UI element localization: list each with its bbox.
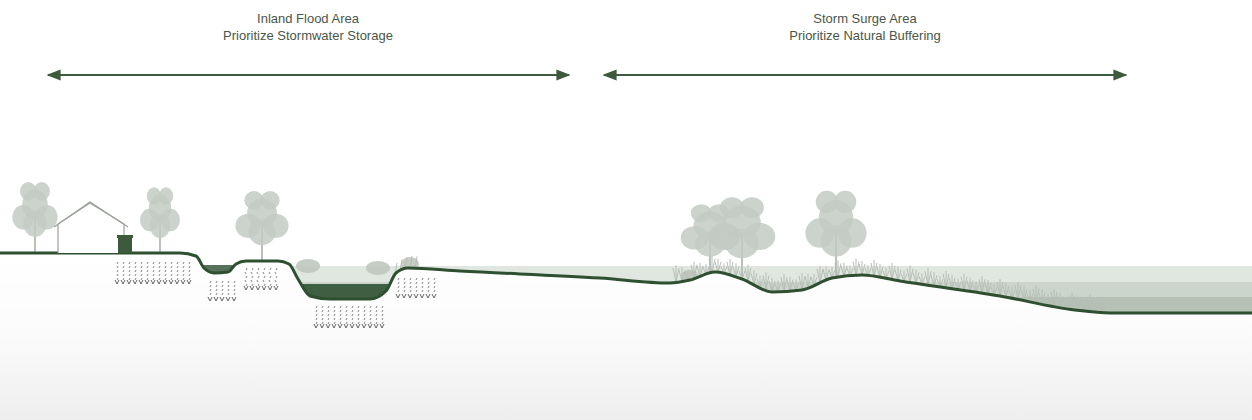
infiltration-arrow	[169, 262, 173, 284]
zone-title: Storm Surge Area	[813, 11, 916, 27]
infiltration-arrow	[115, 262, 119, 284]
infiltration-arrow	[121, 262, 125, 284]
infiltration-arrow	[432, 278, 436, 298]
infiltration-arrow	[338, 306, 342, 328]
infiltration-arrow	[244, 268, 248, 290]
ground-line	[0, 253, 1252, 313]
extent-arrow	[48, 74, 569, 76]
infiltration-arrow	[133, 262, 137, 284]
infiltration-arrow	[181, 262, 185, 284]
infiltration-arrow	[226, 281, 230, 301]
infiltration-arrow	[232, 281, 236, 301]
infiltration-arrow	[187, 262, 191, 284]
tree	[12, 182, 57, 253]
infiltration-arrow	[362, 306, 366, 328]
infiltration-arrow	[220, 281, 224, 301]
infiltration-arrow	[163, 262, 167, 284]
infiltration-arrow	[145, 262, 149, 284]
infiltration-arrow	[350, 306, 354, 328]
infiltration-arrow	[256, 268, 260, 290]
infiltration-arrow	[268, 268, 272, 290]
infiltration-arrow	[175, 262, 179, 284]
shrub	[366, 261, 390, 275]
infiltration-arrow	[408, 278, 412, 298]
infiltration-arrow	[127, 262, 131, 284]
tree	[140, 187, 180, 253]
infiltration-arrow	[262, 268, 266, 290]
shrub	[296, 259, 320, 273]
ground-profile	[0, 253, 1252, 420]
infiltration-arrow	[157, 262, 161, 284]
infiltration-arrow	[208, 281, 212, 301]
infiltration-arrow	[396, 278, 400, 298]
infiltration-arrow	[414, 278, 418, 298]
infiltration-arrow	[151, 262, 155, 284]
tree	[235, 191, 288, 261]
tree	[709, 197, 776, 276]
infiltration-arrow	[320, 306, 324, 328]
zone-priority: Prioritize Natural Buffering	[789, 28, 941, 44]
infiltration-arrow	[420, 278, 424, 298]
extent-arrow	[604, 74, 1126, 76]
infiltration-arrow	[326, 306, 330, 328]
infiltration-arrow	[380, 306, 384, 328]
zone-priority: Prioritize Stormwater Storage	[223, 28, 393, 44]
infiltration-arrow	[356, 306, 360, 328]
infiltration-arrow	[314, 306, 318, 328]
infiltration-marks	[115, 262, 436, 328]
infiltration-arrow	[426, 278, 430, 298]
house	[54, 202, 133, 253]
infiltration-arrow	[368, 306, 372, 328]
infiltration-arrow	[402, 278, 406, 298]
infiltration-arrow	[139, 262, 143, 284]
soil	[0, 253, 1252, 420]
infiltration-arrow	[214, 281, 218, 301]
tree	[805, 191, 866, 276]
rain-barrel	[118, 237, 132, 253]
infiltration-arrow	[344, 306, 348, 328]
infiltration-arrow	[250, 268, 254, 290]
zone-title: Inland Flood Area	[257, 11, 359, 27]
infiltration-arrow	[274, 268, 278, 290]
infiltration-arrow	[374, 306, 378, 328]
infiltration-arrow	[332, 306, 336, 328]
